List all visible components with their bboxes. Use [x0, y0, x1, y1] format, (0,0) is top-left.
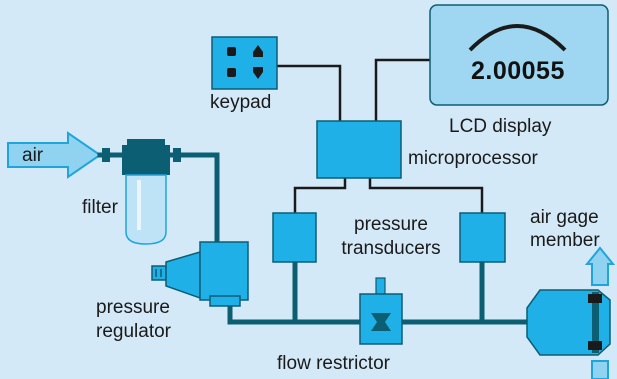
keypad-icon — [211, 36, 278, 90]
air-label: air — [22, 145, 44, 166]
lcd-display-icon — [429, 4, 609, 106]
pressure-regulator-label-line2: regulator — [96, 321, 171, 342]
air-pipes — [97, 152, 543, 325]
lcd-reading: 2.00055 — [471, 57, 565, 85]
pressure-transducer-left — [272, 212, 317, 263]
pressure-transducers-label-line2: transducers — [341, 238, 441, 259]
air-input-arrow — [7, 131, 102, 179]
air-outlet-arrow-down — [591, 360, 609, 379]
air-gage-member-label-line1: air gage — [530, 207, 599, 228]
flow-restrictor-label: flow restrictor — [277, 353, 390, 374]
pressure-transducer-right — [459, 212, 506, 263]
filter-icon — [102, 139, 181, 245]
pressure-regulator-icon — [151, 241, 249, 307]
air-gage-member-label-line2: member — [530, 230, 600, 251]
keypad-label: keypad — [210, 92, 272, 113]
air-outlet-arrow-up — [584, 246, 616, 286]
pressure-transducers-label-line1: pressure — [354, 214, 428, 235]
microprocessor-label: microprocessor — [408, 148, 538, 169]
filter-label: filter — [82, 197, 118, 218]
pressure-regulator-label-line1: pressure — [96, 297, 170, 318]
air-gage-member-icon — [526, 289, 611, 356]
lcd-display-label: LCD display — [449, 116, 552, 137]
microprocessor-box — [316, 120, 402, 179]
signal-wires — [277, 58, 484, 213]
flow-restrictor-icon — [359, 277, 403, 345]
